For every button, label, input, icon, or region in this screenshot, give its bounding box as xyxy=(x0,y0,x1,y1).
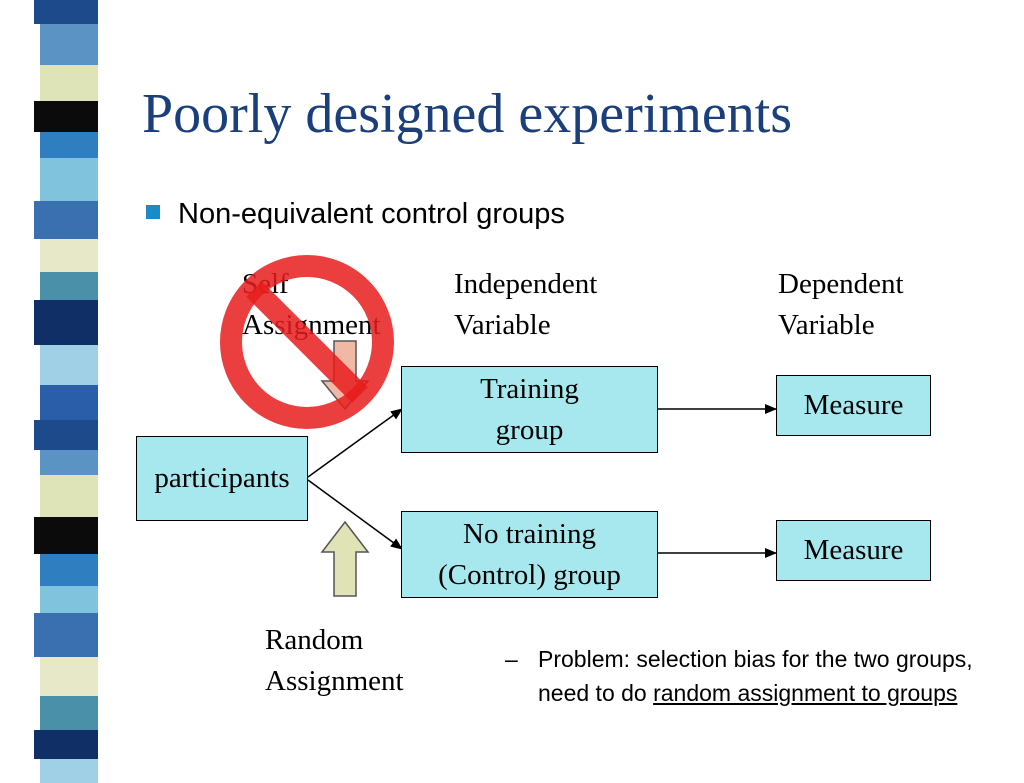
dependent-variable-label: Dependent Variable xyxy=(778,264,904,346)
stripe-segment xyxy=(40,132,98,158)
stripe-segment xyxy=(34,101,98,132)
stripe-segment xyxy=(34,300,98,345)
stripe-segment xyxy=(40,450,98,475)
random-label-line1: Random xyxy=(265,624,364,656)
stripe-segment xyxy=(34,730,98,759)
stripe-segment xyxy=(34,201,98,239)
training-line1: Training xyxy=(480,372,579,405)
measure-box-top: Measure xyxy=(776,375,931,436)
measure-box-bottom: Measure xyxy=(776,520,931,581)
iv-label-line1: Independent xyxy=(454,268,598,300)
slide-title: Poorly designed experiments xyxy=(142,83,793,145)
control-line2: (Control) group xyxy=(438,558,621,591)
training-group-box: Training group xyxy=(401,366,658,453)
dv-label-line1: Dependent xyxy=(778,268,904,300)
dv-label-line2: Variable xyxy=(778,309,875,341)
stripe-segment xyxy=(34,613,98,657)
bullet-item: Non-equivalent control groups xyxy=(146,198,565,231)
random-label-line2: Assignment xyxy=(265,665,404,697)
square-bullet-icon xyxy=(146,205,160,220)
stripe-segment xyxy=(34,0,98,24)
stripe-segment xyxy=(40,554,98,586)
stripe-segment xyxy=(40,696,98,730)
connector-participants-to-notraining xyxy=(307,479,403,550)
stripe-segment xyxy=(40,586,98,613)
stripe-segment xyxy=(40,345,98,385)
control-line1: No training xyxy=(463,517,596,550)
stripe-segment xyxy=(40,65,98,101)
subpoint-plain-text: Problem: selection bias for the two grou… xyxy=(538,646,973,706)
participants-text: participants xyxy=(154,462,290,494)
subpoint-text: Problem: selection bias for the two grou… xyxy=(538,642,998,710)
stripe-segment xyxy=(40,657,98,696)
bullet-text: Non-equivalent control groups xyxy=(178,198,565,230)
measure-top-text: Measure xyxy=(803,389,904,421)
stripe-segment xyxy=(34,517,98,554)
stripe-segment xyxy=(40,239,98,272)
subpoint-dash: – xyxy=(505,646,518,672)
decorative-stripe-bar xyxy=(0,0,100,783)
participants-box: participants xyxy=(136,436,308,521)
iv-label-line2: Variable xyxy=(454,309,551,341)
independent-variable-label: Independent Variable xyxy=(454,264,597,346)
stripe-segment xyxy=(40,475,98,517)
stripe-segment xyxy=(34,420,98,450)
up-arrow-icon xyxy=(320,520,370,597)
stripe-segment xyxy=(40,385,98,420)
training-line2: group xyxy=(495,413,564,446)
subpoint-underlined-text: random assignment to groups xyxy=(653,680,958,706)
stripe-segment xyxy=(40,272,98,300)
control-group-box: No training (Control) group xyxy=(401,511,658,598)
stripe-segment xyxy=(40,158,98,201)
stripe-segment xyxy=(40,24,98,65)
measure-bottom-text: Measure xyxy=(803,534,904,566)
random-assignment-label: Random Assignment xyxy=(265,620,404,702)
prohibition-icon xyxy=(220,255,394,429)
connector-participants-to-training xyxy=(307,408,403,478)
